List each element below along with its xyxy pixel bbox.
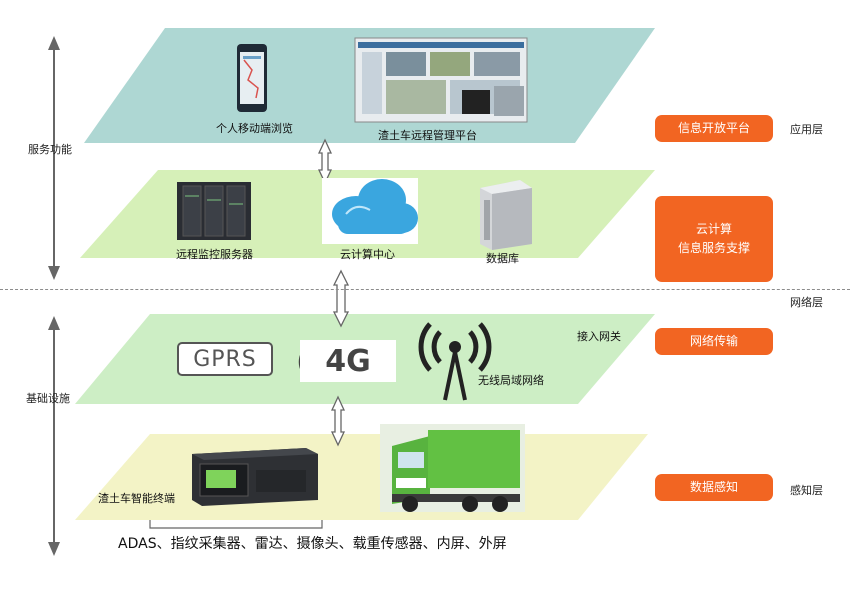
4g-badge: 4G — [300, 340, 396, 382]
access-gateway-label: 接入网关 — [577, 330, 621, 343]
gprs-badge: GPRS — [177, 342, 273, 376]
wireless-antenna-icon — [418, 322, 492, 401]
service-axis-arrow — [48, 36, 60, 280]
dump-truck-photo — [380, 424, 525, 512]
database-label: 数据库 — [486, 252, 519, 265]
database-server-icon — [480, 180, 532, 250]
management-platform-label: 渣土车远程管理平台 — [378, 129, 477, 142]
double-arrow-cloud-net — [332, 269, 350, 328]
cloud-computing-icon — [322, 178, 418, 244]
management-platform-monitor-icon — [354, 37, 528, 123]
info-open-platform-pill: 信息开放平台 — [655, 115, 773, 142]
sensing-layer-plane — [75, 434, 648, 520]
cloud-pill-line2: 信息服务支撑 — [677, 241, 750, 255]
wlan-label: 无线局域网络 — [478, 374, 544, 387]
network-layer-name: 网络层 — [790, 296, 823, 309]
devices-bracket — [149, 520, 323, 529]
mobile-phone-icon — [237, 44, 267, 112]
4g-text: 4G — [325, 343, 371, 379]
network-transfer-pill: 网络传输 — [655, 328, 773, 355]
double-arrow-app-cloud — [317, 138, 333, 185]
monitor-server-label: 远程监控服务器 — [176, 248, 253, 261]
smart-terminal-label: 渣土车智能终端 — [98, 492, 175, 505]
service-function-label: 服务功能 — [28, 143, 72, 156]
data-sensing-pill: 数据感知 — [655, 474, 773, 501]
application-layer-name: 应用层 — [790, 123, 823, 136]
cloud-pill-line1: 云计算 — [695, 221, 732, 236]
cloud-center-label: 云计算中心 — [340, 248, 395, 261]
sensor-devices-list: ADAS、指纹采集器、雷达、摄像头、载重传感器、内屏、外屏 — [118, 536, 507, 552]
infra-axis-arrow — [48, 316, 60, 556]
mobile-browse-label: 个人移动端浏览 — [216, 122, 293, 135]
network-divider-line — [0, 289, 850, 290]
cloud-support-pill: 云计算 信息服务支撑 — [655, 196, 773, 282]
infrastructure-label: 基础设施 — [26, 392, 70, 405]
smart-terminal-device-icon — [192, 448, 318, 506]
double-arrow-net-sense — [330, 395, 346, 447]
server-rack-icon — [177, 182, 251, 240]
sensing-layer-name: 感知层 — [790, 484, 823, 497]
